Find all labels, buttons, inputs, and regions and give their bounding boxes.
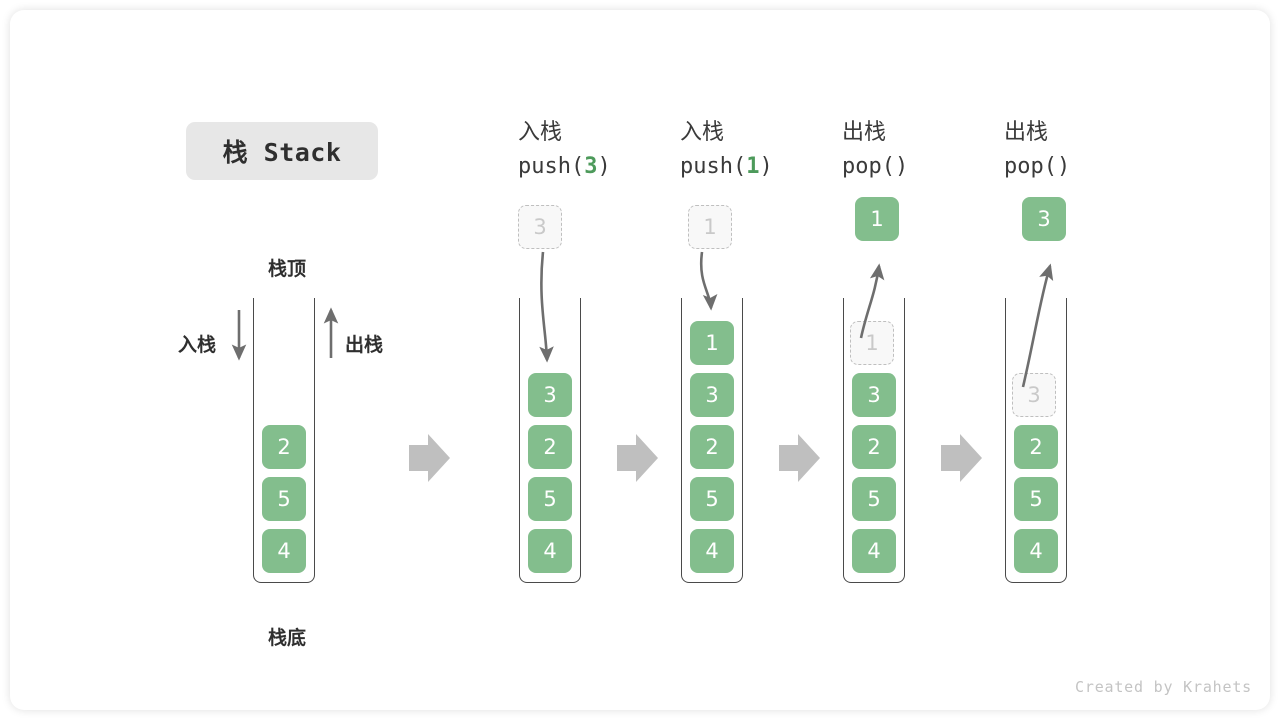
- stack-box: 5: [690, 477, 734, 521]
- code-arg: 3: [584, 154, 598, 179]
- vacated-ghost-box: 1: [850, 321, 894, 365]
- stack-box: 3: [528, 373, 572, 417]
- column-header-code: pop(): [1004, 150, 1174, 184]
- figure-title-badge: 栈 Stack: [186, 122, 378, 180]
- column-header-push-3: 入栈 push(3): [518, 116, 688, 184]
- stack-box: 4: [528, 529, 572, 573]
- code-prefix: pop(: [1004, 154, 1057, 179]
- column-header-pop-1: 出栈 pop(): [842, 116, 1012, 184]
- code-prefix: push(: [518, 154, 585, 179]
- stack-container-push-1: [681, 298, 743, 583]
- stack-container-initial: [253, 298, 315, 583]
- stack-box: 3: [852, 373, 896, 417]
- vacated-ghost-box: 3: [1012, 373, 1056, 417]
- transition-arrow: [409, 434, 450, 482]
- column-header-cn: 出栈: [842, 120, 887, 145]
- transition-arrow: [617, 434, 658, 482]
- code-suffix: ): [759, 154, 773, 179]
- column-header-cn: 出栈: [1004, 120, 1049, 145]
- column-header-code: pop(): [842, 150, 1012, 184]
- column-header-cn: 入栈: [680, 120, 725, 145]
- stack-box: 3: [690, 373, 734, 417]
- column-header-code: push(3): [518, 150, 688, 184]
- stack-box: 2: [262, 425, 306, 469]
- stack-box: 4: [852, 529, 896, 573]
- stack-box: 2: [852, 425, 896, 469]
- incoming-ghost-box: 1: [688, 205, 732, 249]
- code-suffix: ): [894, 154, 909, 179]
- incoming-ghost-box: 3: [518, 205, 562, 249]
- stack-box: 5: [852, 477, 896, 521]
- column-header-pop-2: 出栈 pop(): [1004, 116, 1174, 184]
- code-prefix: push(: [680, 154, 747, 179]
- push-direction-label: 入栈: [178, 334, 217, 356]
- stack-top-label: 栈顶: [268, 258, 307, 280]
- figure-card: 栈 Stack 栈顶 栈底 入栈 出栈 入栈 push(3) 入栈 push(1…: [10, 10, 1270, 710]
- column-header-cn: 入栈: [518, 120, 563, 145]
- stack-container-pop-1: [843, 298, 905, 583]
- stack-box: 2: [690, 425, 734, 469]
- transition-arrow: [779, 434, 820, 482]
- code-suffix: ): [1056, 154, 1071, 179]
- stack-box: 5: [528, 477, 572, 521]
- transition-arrow: [941, 434, 982, 482]
- stack-container-pop-2: [1005, 298, 1067, 583]
- stack-box: 4: [1014, 529, 1058, 573]
- stack-box: 4: [690, 529, 734, 573]
- code-suffix: ): [597, 154, 611, 179]
- stack-box: 2: [1014, 425, 1058, 469]
- pop-direction-label: 出栈: [345, 334, 384, 356]
- stack-box: 2: [528, 425, 572, 469]
- stack-box: 1: [690, 321, 734, 365]
- popped-box: 1: [855, 197, 899, 241]
- column-header-code: push(1): [680, 150, 850, 184]
- stack-box: 4: [262, 529, 306, 573]
- stack-box: 5: [262, 477, 306, 521]
- stack-box: 5: [1014, 477, 1058, 521]
- stack-bottom-label: 栈底: [268, 627, 307, 649]
- column-header-push-1: 入栈 push(1): [680, 116, 850, 184]
- arrows-overlay: [231, 251, 1054, 482]
- stack-container-push-3: [519, 298, 581, 583]
- attribution-footer: Created by Krahets: [1075, 678, 1252, 696]
- code-arg: 1: [746, 154, 760, 179]
- code-prefix: pop(: [842, 154, 895, 179]
- popped-box: 3: [1022, 197, 1066, 241]
